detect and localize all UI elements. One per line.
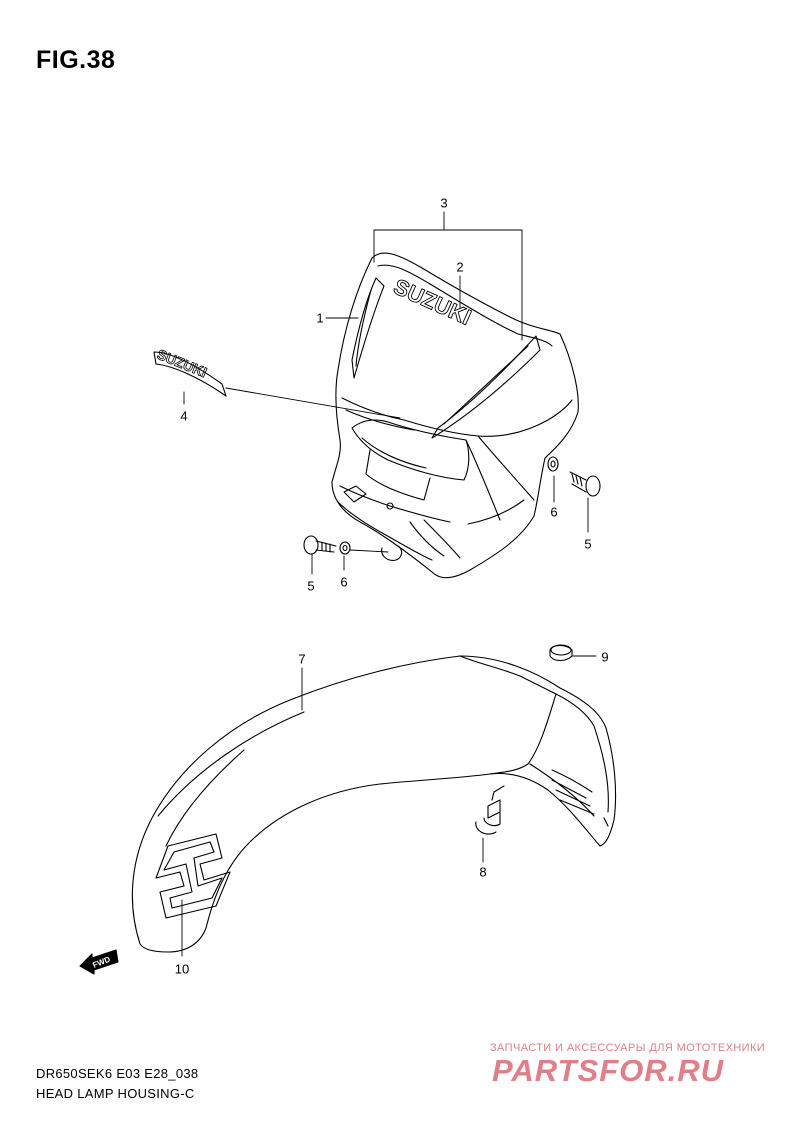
section-name: HEAD LAMP HOUSING-C: [36, 1086, 195, 1101]
leader-lines-upper: [183, 211, 589, 575]
callout-6-left: 6: [340, 574, 348, 590]
fender-s-emblem: [155, 833, 231, 919]
watermark-tagline: ЗАПЧАСТИ И АКСЕССУАРЫ ДЛЯ МОТОТЕХНИКИ: [490, 1042, 766, 1054]
side-decal-suzuki: SUZUKI: [153, 346, 227, 397]
grommet-right: [547, 456, 559, 472]
leader-lines-lower: [181, 655, 597, 957]
watermark-logo-text: PARTSFOR.RU: [492, 1053, 725, 1087]
callout-1: 1: [316, 310, 324, 326]
bolt-8: [475, 785, 505, 835]
grommet-9: [549, 644, 573, 662]
front-fender: [131, 655, 617, 953]
callout-5-left: 5: [307, 578, 315, 594]
figure-title: FIG.38: [36, 46, 116, 74]
housing-decal-suzuki: SUZUKI: [390, 273, 476, 330]
callout-10: 10: [174, 961, 190, 977]
grommet-left: [339, 541, 351, 555]
side-decal-text: SUZUKI: [155, 346, 209, 380]
callout-8: 8: [479, 864, 487, 880]
screw-left: [303, 535, 337, 555]
callout-6-right: 6: [550, 504, 558, 520]
callout-2: 2: [456, 259, 464, 275]
headlamp-housing: [331, 252, 579, 579]
model-code: DR650SEK6 E03 E28_038: [36, 1066, 199, 1081]
watermark-logo: PARTSFOR.RU: [492, 1053, 725, 1087]
screw-right: [569, 471, 601, 497]
callout-7: 7: [298, 651, 306, 667]
housing-decal-text: SUZUKI: [390, 274, 475, 330]
callout-3: 3: [440, 195, 448, 211]
callout-5-right: 5: [584, 536, 592, 552]
fwd-arrow-icon: FWD: [79, 949, 119, 975]
callout-9: 9: [601, 649, 609, 665]
callout-4: 4: [180, 408, 188, 424]
